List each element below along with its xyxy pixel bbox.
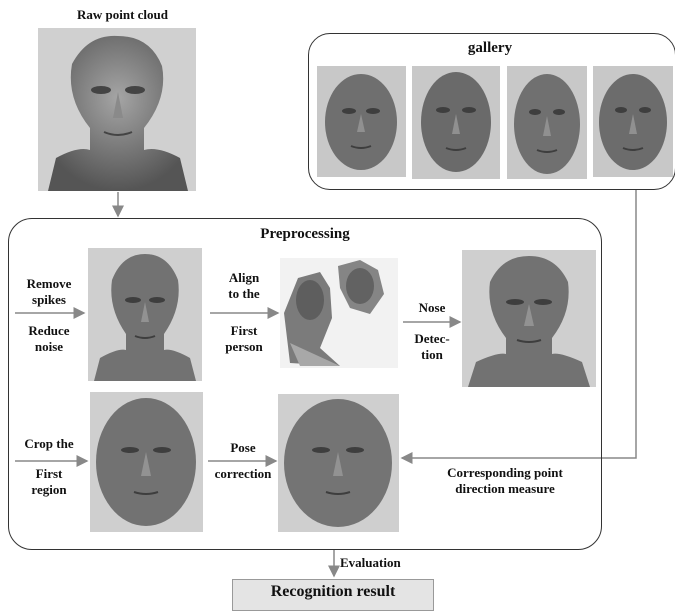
preprocessing-title: Preprocessing bbox=[260, 226, 350, 242]
gallery-face-4 bbox=[593, 66, 673, 177]
corresponding-point-label: Corresponding point direction measure bbox=[447, 465, 563, 496]
remove-spikes-label: Remove spikes bbox=[26, 276, 72, 307]
raw-point-cloud-image bbox=[38, 28, 196, 191]
first-person-label: First person bbox=[225, 323, 263, 354]
gallery-face-3 bbox=[507, 66, 587, 179]
crop-label: Crop the bbox=[24, 436, 74, 451]
reduce-noise-label: Reduce noise bbox=[28, 323, 70, 354]
recognition-result-label: Recognition result bbox=[270, 583, 396, 600]
detection-label: Detec- tion bbox=[414, 331, 450, 362]
aligned-faces-image bbox=[280, 258, 398, 368]
preprocessing-panel bbox=[8, 218, 602, 550]
evaluation-label: Evaluation bbox=[340, 555, 401, 570]
pose-label: Pose bbox=[230, 440, 256, 455]
gallery-face-2 bbox=[412, 66, 500, 179]
gallery-face-1 bbox=[317, 66, 406, 177]
pose-corrected-face-image bbox=[278, 394, 399, 532]
nose-detected-face-image bbox=[462, 250, 596, 387]
raw-point-cloud-label: Raw point cloud bbox=[76, 7, 169, 22]
cropped-face-image bbox=[90, 392, 203, 532]
arrow-gallery-to-matching bbox=[400, 190, 637, 464]
correction-label: correction bbox=[214, 466, 272, 481]
align-label: Align to the bbox=[228, 270, 260, 301]
nose-label: Nose bbox=[418, 300, 446, 315]
recognition-result-box: Recognition result bbox=[232, 579, 434, 611]
gallery-panel bbox=[308, 33, 675, 190]
first-region-label: First region bbox=[31, 466, 67, 497]
denoised-face-image bbox=[88, 248, 202, 381]
gallery-title: gallery bbox=[467, 40, 513, 56]
